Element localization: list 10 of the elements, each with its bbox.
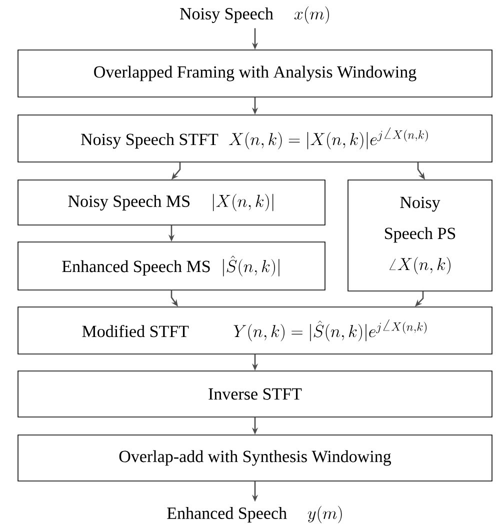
signal-label: Noisy Speech $x(m)$ bbox=[180, 6, 329, 24]
process-box: Overlap-add with Synthesis Windowing bbox=[18, 434, 492, 482]
process-box: Overlapped Framing with Analysis Windowing bbox=[18, 50, 492, 98]
process-box: Inverse STFT bbox=[18, 370, 492, 418]
process-box: Noisy Speech PS $\angle X(n,k)$ bbox=[348, 180, 492, 292]
signal-label: Enhanced Speech $y(m)$ bbox=[167, 506, 342, 524]
process-box: Noisy Speech STFT $X(n,k)=|X(n,k)|e^{j\angle X(n,k)}$ bbox=[18, 114, 492, 162]
process-box: Noisy Speech MS $|X(n,k)|$ bbox=[18, 180, 326, 226]
process-box: Modified STFT $Y(n,k)=|\hat{S}(n,k)|e^{j\angle X(n,k)}$ bbox=[18, 306, 492, 354]
process-box: Enhanced Speech MS $|\hat{S}(n,k)|$ bbox=[18, 242, 326, 290]
